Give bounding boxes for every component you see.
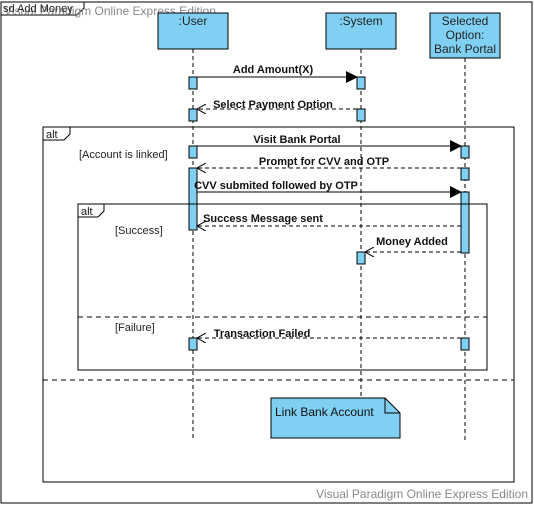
- alt-fragment-inner: [77, 203, 488, 371]
- alt-fragment-inner-tab: [78, 204, 105, 218]
- activation-bank-1: [460, 145, 470, 159]
- note-link-bank-account[interactable]: [270, 397, 401, 439]
- activation-user-3: [188, 145, 198, 159]
- frame-title: sd Add Money: [3, 3, 73, 15]
- alt-fragment-outer-tab: [43, 127, 71, 141]
- guard-success: [Success]: [115, 225, 163, 237]
- msg-select-payment: Select Payment Option: [213, 99, 333, 111]
- lifeline-bank-label-3: Bank Portal: [434, 42, 496, 56]
- frame-title-tab: [1, 2, 85, 16]
- guard-failure: [Failure]: [115, 322, 155, 334]
- watermark-bottom: Visual Paradigm Online Express Edition: [316, 487, 528, 501]
- alt-fragment-outer: [42, 126, 515, 483]
- lifeline-bank-head[interactable]: [429, 12, 501, 59]
- activation-user-2: [188, 108, 198, 122]
- lifeline-user-label: :User: [179, 14, 208, 28]
- msg-add-amount: Add Amount(X): [233, 64, 314, 76]
- activation-bank-4: [460, 337, 470, 351]
- note-text: Link Bank Account: [275, 405, 374, 419]
- activation-user-4: [188, 167, 198, 231]
- lifeline-bank-label-2: Option:: [446, 28, 485, 42]
- note-fold-corner: [384, 398, 400, 414]
- activation-system-1: [356, 76, 366, 90]
- lifeline-user-head[interactable]: [157, 12, 229, 50]
- msg-money-added: Money Added: [376, 236, 448, 248]
- alt-fragment-inner-label: alt: [81, 206, 93, 218]
- lifeline-bank-label-1: Selected: [442, 14, 489, 28]
- msg-txn-failed: Transaction Failed: [214, 328, 311, 340]
- msg-prompt-cvv: Prompt for CVV and OTP: [259, 156, 389, 168]
- msg-success: Success Message sent: [203, 213, 323, 225]
- msg-cvv-submitted: CVV submited followed by OTP: [194, 180, 358, 192]
- activation-user-5: [188, 337, 198, 351]
- alt-fragment-outer-label: alt: [46, 129, 58, 141]
- guard-account-linked: [Account is linked]: [79, 149, 168, 161]
- activation-bank-2: [460, 167, 470, 181]
- msg-visit-bank: Visit Bank Portal: [253, 134, 340, 146]
- activation-bank-3: [460, 191, 470, 254]
- activation-system-2: [356, 108, 366, 122]
- lifeline-system-label: :System: [339, 14, 382, 28]
- activation-user-1: [188, 76, 198, 90]
- activation-system-3: [356, 251, 366, 265]
